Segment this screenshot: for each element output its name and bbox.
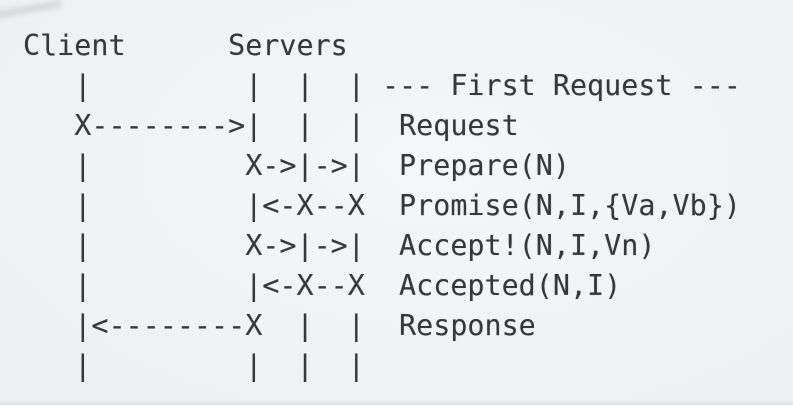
- diagram-line-promise: | |<-X--X Promise(N,I,{Va,Vb}): [23, 189, 741, 222]
- diagram-line-phase-title: | | | | --- First Request ---: [23, 69, 741, 102]
- diagram-line-accept: | X->|->| Accept!(N,I,Vn): [23, 229, 656, 262]
- diagram-line-prepare: | X->|->| Prepare(N): [23, 149, 570, 182]
- corner-smudge-artifact: [0, 0, 63, 20]
- diagram-line-response: |<--------X | | Response: [23, 309, 536, 342]
- diagram-line-header: Client Servers: [23, 29, 348, 62]
- ascii-sequence-diagram: Client Servers | | | | --- First Request…: [23, 26, 793, 386]
- bottom-edge-artifact: [0, 400, 793, 405]
- diagram-line-lifelines-bottom: | | | |: [23, 349, 365, 382]
- diagram-line-accepted: | |<-X--X Accepted(N,I): [23, 269, 622, 302]
- diagram-line-request: X-------->| | | Request: [23, 109, 519, 142]
